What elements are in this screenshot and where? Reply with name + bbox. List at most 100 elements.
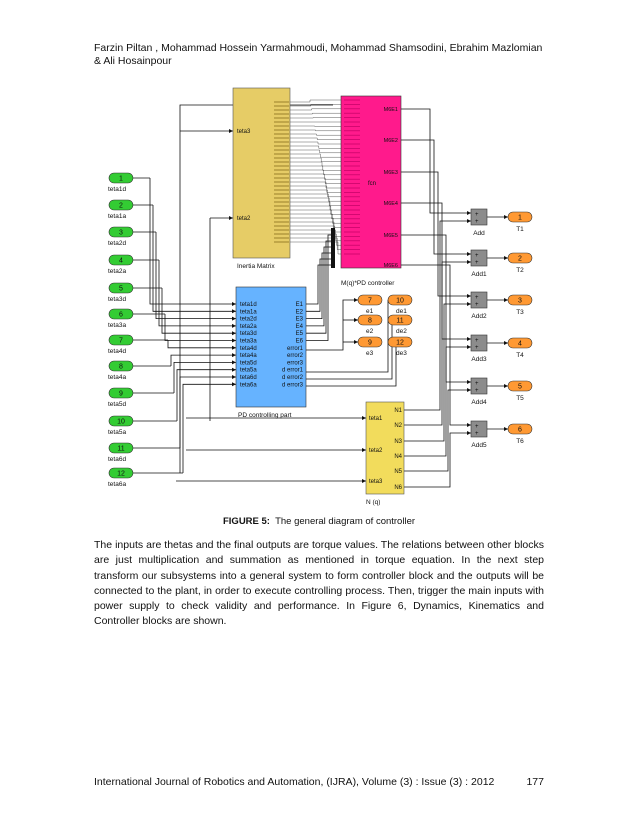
inport-2 — [108, 199, 134, 211]
wire — [161, 288, 236, 334]
add-plus-a-5: + — [475, 381, 479, 387]
wire — [404, 346, 452, 457]
wire-arrow — [232, 382, 236, 387]
add-label-6: Add5 — [471, 442, 487, 449]
pd-out-10: d error1 — [282, 368, 304, 374]
error-outport-label-11: de2 — [396, 328, 407, 335]
nq-in-2: teta2 — [369, 448, 383, 454]
add-block-2 — [470, 249, 488, 267]
pd-in-10: teta5a — [240, 368, 257, 374]
footer-journal: International Journal of Robotics and Au… — [94, 776, 495, 788]
inport-9 — [108, 387, 134, 399]
body-paragraph: The inputs are thetas and the final outp… — [94, 539, 544, 628]
wire — [155, 232, 236, 320]
inport-9-num: 9 — [119, 391, 123, 398]
torque-label-1: T1 — [516, 226, 524, 233]
error-outport-label-7: e1 — [366, 308, 374, 315]
wire-arrow — [232, 375, 236, 379]
pd-in-6: teta3a — [240, 339, 257, 345]
wire-arrow — [354, 298, 358, 302]
wire — [306, 342, 397, 387]
bus-wire — [290, 241, 341, 255]
inport-11-num: 11 — [117, 446, 124, 453]
mpd-out-2: M6E2 — [384, 138, 398, 144]
pd-controlling-block — [235, 286, 307, 408]
add-plus-a-1: + — [475, 212, 479, 218]
torque-outport-3-num: 3 — [518, 298, 522, 305]
inport-8-num: 8 — [119, 364, 123, 371]
bus-wire — [290, 189, 341, 197]
bus-wire — [290, 197, 341, 206]
bus-wire — [290, 165, 341, 171]
inertia-in-teta3: teta3 — [237, 129, 251, 135]
pd-out-6: E6 — [296, 339, 304, 345]
inport-7-num: 7 — [119, 338, 123, 345]
wire-arrow — [229, 216, 233, 220]
wire-arrow — [232, 302, 236, 306]
signal-wires — [133, 99, 508, 488]
pd-in-2: teta1a — [240, 309, 257, 315]
nq-out-5: N5 — [394, 469, 402, 475]
error-outport-12 — [387, 336, 413, 348]
inport-10-num: 10 — [117, 419, 125, 426]
wire — [173, 361, 236, 393]
inport-label-10: teta5a — [108, 429, 126, 436]
figure-caption: FIGURE 5: The general diagram of control… — [0, 516, 638, 527]
nq-label: N (q) — [366, 499, 380, 506]
inport-4 — [108, 254, 134, 266]
bus-wire — [290, 137, 341, 140]
nq-out-4: N4 — [394, 454, 402, 460]
bus-wire — [290, 229, 341, 241]
wire-arrow — [467, 260, 471, 264]
wire-arrow — [232, 353, 236, 358]
mpd-out-5: M6E5 — [384, 233, 398, 239]
inertia-matrix-block — [232, 87, 291, 259]
pd-in-5: teta3d — [240, 331, 257, 337]
bus-wire — [290, 233, 341, 246]
error-outport-12-num: 12 — [396, 340, 404, 347]
add-plus-b-4: + — [475, 345, 479, 351]
mpd-fcn-label: fcn — [368, 181, 376, 187]
wire — [149, 178, 236, 305]
wire — [404, 261, 452, 426]
bus-wire — [290, 113, 341, 115]
add-block-4 — [470, 334, 488, 352]
bus-wire — [290, 237, 341, 250]
wire — [167, 340, 236, 349]
nq-in-3: teta3 — [369, 479, 383, 485]
wire — [152, 205, 236, 312]
caption-label: FIGURE 5: — [222, 516, 270, 527]
bus-bar — [331, 228, 335, 268]
bus-wire — [290, 133, 341, 136]
page-number: 177 — [526, 776, 544, 788]
wire — [306, 258, 331, 312]
torque-label-5: T5 — [516, 395, 524, 402]
torque-label-2: T2 — [516, 267, 524, 274]
wire-arrow — [232, 309, 236, 314]
torque-outport-6-num: 6 — [518, 427, 522, 434]
bus-wire — [290, 185, 341, 193]
add-block-6 — [470, 420, 488, 438]
error-outport-label-9: e3 — [366, 350, 374, 357]
wire-arrow — [504, 256, 508, 260]
add-label-5: Add4 — [471, 399, 487, 406]
pd-controlling-label: PD controlling part — [238, 412, 292, 419]
add-block-3 — [470, 291, 488, 309]
mpd-out-4: M6E4 — [384, 201, 398, 207]
wire — [176, 369, 236, 421]
wire-arrow — [362, 448, 366, 452]
diagram-blocks: 1teta1d2teta1a3teta2d4teta2a5teta3d6teta… — [108, 87, 533, 506]
nq-out-2: N2 — [394, 423, 402, 429]
inport-label-4: teta2a — [108, 268, 126, 275]
torque-label-4: T4 — [516, 352, 524, 359]
page-footer: International Journal of Robotics and Au… — [94, 776, 544, 788]
wire-arrow — [467, 345, 471, 349]
inport-label-1: teta1d — [108, 186, 126, 193]
wire — [401, 234, 452, 383]
wire-arrow — [229, 129, 233, 133]
torque-label-6: T6 — [516, 438, 524, 445]
wire — [158, 260, 236, 327]
wire-arrow — [504, 298, 508, 302]
wire-arrow — [354, 340, 358, 344]
wire-arrow — [467, 431, 471, 435]
